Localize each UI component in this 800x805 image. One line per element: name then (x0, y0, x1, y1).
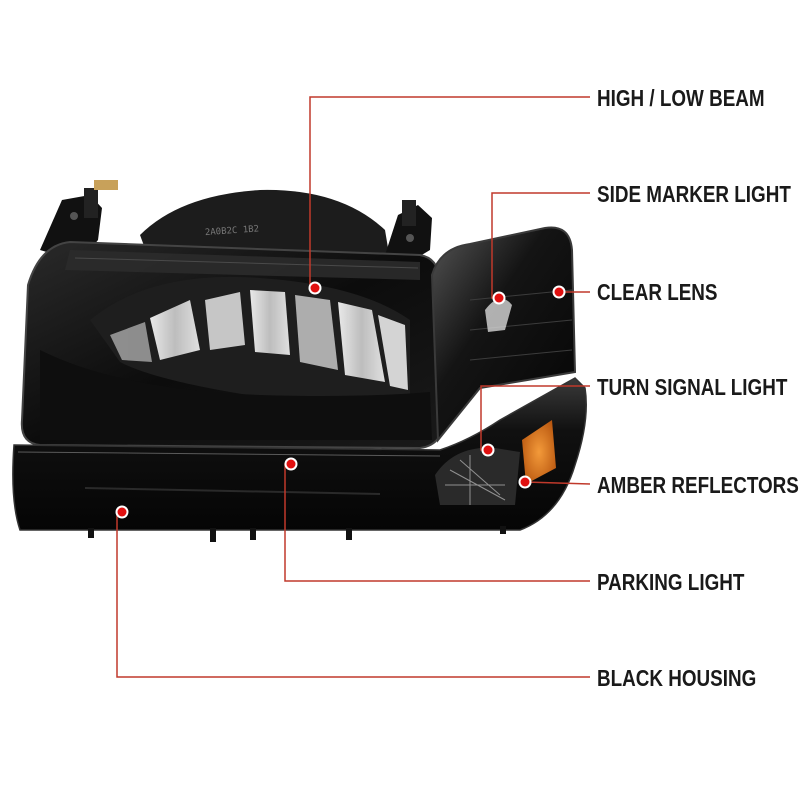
amber-reflector (522, 420, 556, 484)
label-parking-light: PARKING LIGHT (597, 569, 745, 595)
mounting-tabs (88, 526, 506, 542)
bumper-highlight (17, 451, 441, 457)
callout-line-black-housing (116, 511, 590, 678)
mounting-bracket-right (385, 200, 432, 262)
label-high-low-beam: HIGH / LOW BEAM (597, 85, 765, 111)
callout-dot-turn-signal-light (483, 445, 493, 455)
callout-dot-parking-light (286, 459, 296, 469)
label-amber-reflectors: AMBER REFLECTORS (597, 472, 799, 498)
label-clear-lens: CLEAR LENS (597, 279, 718, 305)
lens-ribs (74, 257, 419, 269)
label-turn-signal-light: TURN SIGNAL LIGHT (597, 374, 788, 400)
callout-dot-side-marker-light (494, 293, 504, 303)
rear-housing (140, 189, 390, 262)
callout-dot-clear-lens (554, 287, 564, 297)
turn-signal-facets (445, 455, 506, 505)
label-black-housing: BLACK HOUSING (597, 665, 757, 691)
callout-dot-high-low-beam (310, 283, 320, 293)
corner-lens (430, 226, 577, 443)
callout-dot-black-housing (117, 507, 127, 517)
bumper-inner-strip (84, 487, 381, 495)
label-side-marker-light: SIDE MARKER LIGHT (597, 181, 791, 207)
lower-reflector (40, 350, 432, 440)
turn-signal-reflector (435, 447, 520, 505)
callout-line-amber-reflectors (524, 481, 591, 485)
lens-top-ridge (65, 250, 420, 280)
side-marker-bulb (485, 298, 512, 332)
callout-dots (115, 281, 566, 519)
callout-dot-amber-reflectors (520, 477, 530, 487)
reflector-facets (110, 290, 408, 390)
housing-molded-text: 2A0B2C 1B2 (205, 224, 260, 238)
